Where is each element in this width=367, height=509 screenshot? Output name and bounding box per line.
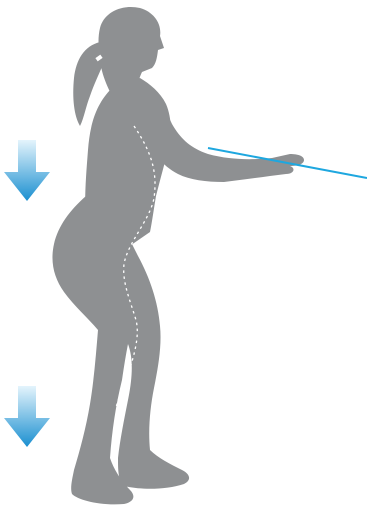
down-arrow-icon (4, 140, 50, 201)
woman-silhouette-icon (52, 7, 304, 504)
down-arrow-icon (4, 386, 50, 447)
